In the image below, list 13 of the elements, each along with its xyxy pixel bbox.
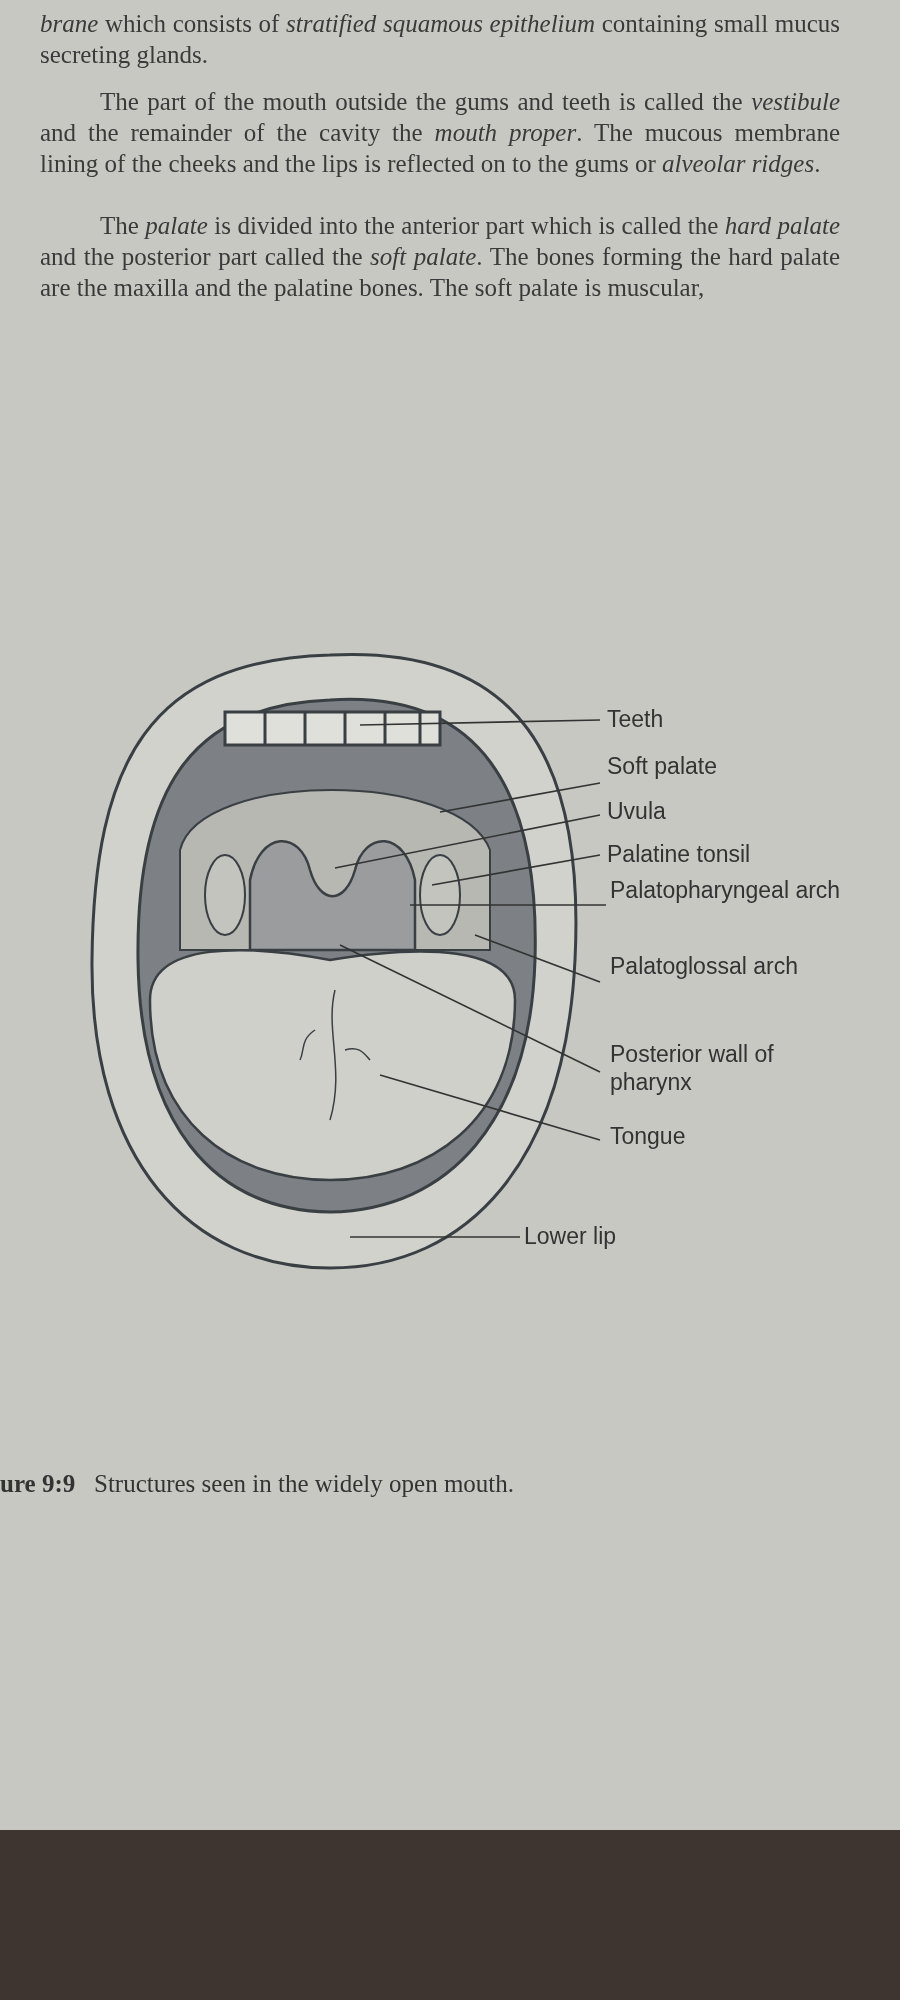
body-paragraph: The part of the mouth outside the gums and teeth is called the vestibule and the remainder of the cavity the mouth proper. The mucous membrane lining of the cheeks and the lips is reflected on to the gums or alveolar ridges. [40, 87, 840, 179]
leader-line [339, 944, 601, 1073]
body-paragraph: The palate is divided into the anterior part which is called the hard palate and the posterior part called the soft palate. The bones forming the hard palate are the maxilla and the palatine bones. The soft palate is muscular, [40, 211, 840, 303]
leader-line [349, 1236, 521, 1238]
leader-line [334, 814, 601, 869]
leader-line [379, 1074, 601, 1141]
leader-line [359, 719, 601, 726]
leader-line [431, 854, 601, 886]
leader-line [474, 934, 601, 983]
body-paragraph: brane which consists of stratified squamous epithelium containing small mucus secreting glands. [40, 9, 840, 70]
leader-line [409, 904, 607, 906]
leader-line [439, 782, 601, 813]
figure-caption: ure 9:9 Structures seen in the widely open mouth. [0, 1470, 515, 1498]
